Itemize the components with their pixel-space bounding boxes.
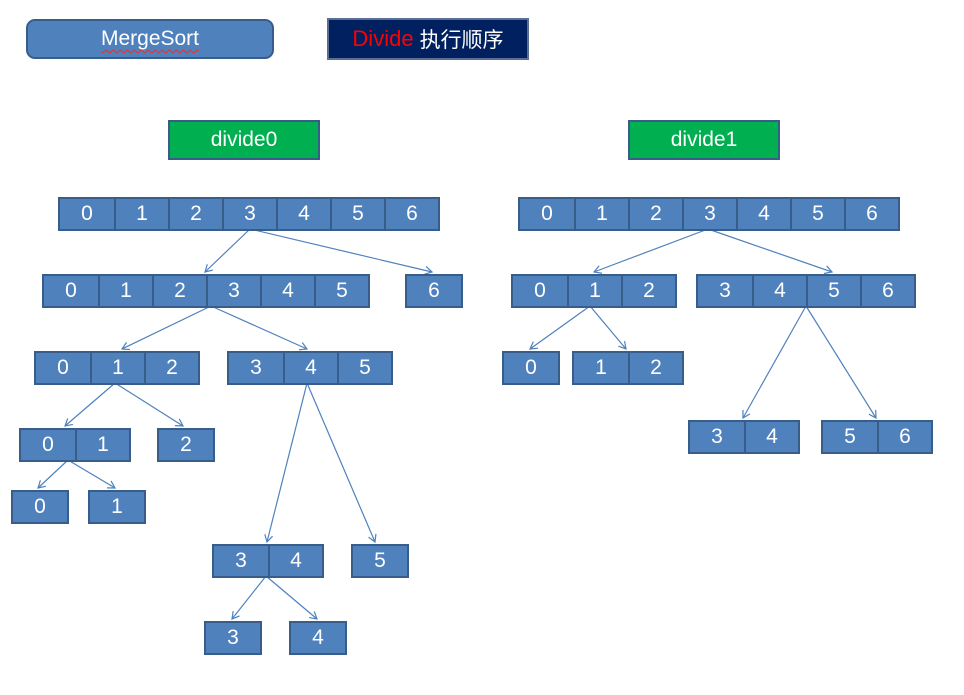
divide-arrow [707, 228, 834, 275]
array-cell: 0 [57, 356, 69, 379]
array-cell: 0 [34, 495, 46, 518]
divide-arrow [589, 305, 627, 350]
divide-arrow [805, 305, 877, 420]
array-cell: 2 [628, 199, 682, 229]
array-cell: 6 [860, 276, 914, 306]
array-cell: 2 [144, 353, 198, 383]
array-cell: 4 [752, 276, 806, 306]
array-cell: 5 [330, 199, 384, 229]
array-cell: 0 [534, 279, 546, 302]
array-cell: 4 [312, 626, 324, 649]
divide-arrow [592, 228, 709, 274]
array-node: 5 [351, 544, 409, 578]
array-cell: 3 [206, 276, 260, 306]
array-cell: 3 [250, 356, 262, 379]
array-cell: 5 [374, 549, 386, 572]
divide-arrow [204, 228, 251, 273]
array-cell: 3 [235, 549, 247, 572]
array-cell: 2 [180, 433, 192, 456]
array-cell: 3 [227, 626, 239, 649]
array-cell: 4 [744, 422, 798, 452]
divide0-label: divide0 [168, 120, 320, 160]
divide-arrow [265, 575, 318, 620]
divide-arrow [64, 382, 116, 427]
divide-arrow [249, 228, 434, 275]
array-cell: 2 [152, 276, 206, 306]
mergesort-title-text: MergeSort [100, 27, 200, 50]
divide-arrow [231, 575, 267, 620]
array-cell: 2 [168, 199, 222, 229]
divide-word: Divide [352, 26, 414, 51]
array-node: 1 [88, 490, 146, 524]
array-cell: 1 [114, 199, 168, 229]
mergesort-title[interactable]: MergeSort [26, 19, 274, 59]
divide-arrow [210, 305, 309, 351]
array-cell: 1 [567, 276, 621, 306]
array-cell: 3 [719, 279, 731, 302]
array-cell: 1 [75, 430, 129, 460]
array-cell: 2 [621, 276, 675, 306]
array-cell: 3 [682, 199, 736, 229]
array-cell: 5 [790, 199, 844, 229]
array-cell: 1 [111, 495, 123, 518]
array-cell: 6 [384, 199, 438, 229]
array-cell: 2 [628, 353, 682, 383]
array-cell: 0 [65, 279, 77, 302]
array-node: 3 [204, 621, 262, 655]
divide-arrow [37, 459, 69, 489]
array-cell: 0 [81, 202, 93, 225]
array-cell: 5 [806, 276, 860, 306]
array-cell: 1 [98, 276, 152, 306]
divide1-label: divide1 [628, 120, 780, 160]
array-cell: 1 [90, 353, 144, 383]
array-node: 0 [502, 351, 560, 385]
array-cell: 0 [541, 202, 553, 225]
array-cell: 1 [574, 199, 628, 229]
divide-arrow [306, 382, 377, 544]
array-cell: 4 [283, 353, 337, 383]
array-cell: 4 [268, 546, 322, 576]
divide-arrow [120, 305, 212, 351]
array-cell: 6 [844, 199, 898, 229]
order-caption: 执行顺序 [419, 28, 504, 52]
array-node: 4 [289, 621, 347, 655]
divide1-label-text: divide1 [670, 128, 738, 151]
array-node: 6 [405, 274, 463, 308]
divide-arrow [742, 305, 807, 420]
array-cell: 6 [877, 422, 931, 452]
array-cell: 5 [337, 353, 391, 383]
array-cell: 5 [844, 425, 856, 448]
array-cell: 4 [736, 199, 790, 229]
array-cell: 5 [314, 276, 368, 306]
divide-arrow [67, 459, 117, 489]
array-cell: 3 [711, 425, 723, 448]
array-cell: 4 [260, 276, 314, 306]
divide0-label-text: divide0 [210, 128, 278, 151]
array-cell: 3 [222, 199, 276, 229]
divide-arrow [114, 382, 185, 427]
array-node: 2 [157, 428, 215, 462]
array-cell: 4 [276, 199, 330, 229]
array-cell: 0 [42, 433, 54, 456]
array-cell: 1 [595, 356, 607, 379]
divide-arrow [529, 305, 591, 350]
array-cell: 6 [428, 279, 440, 302]
divide-arrow [264, 382, 308, 544]
array-node: 0 [11, 490, 69, 524]
array-cell: 0 [525, 356, 537, 379]
